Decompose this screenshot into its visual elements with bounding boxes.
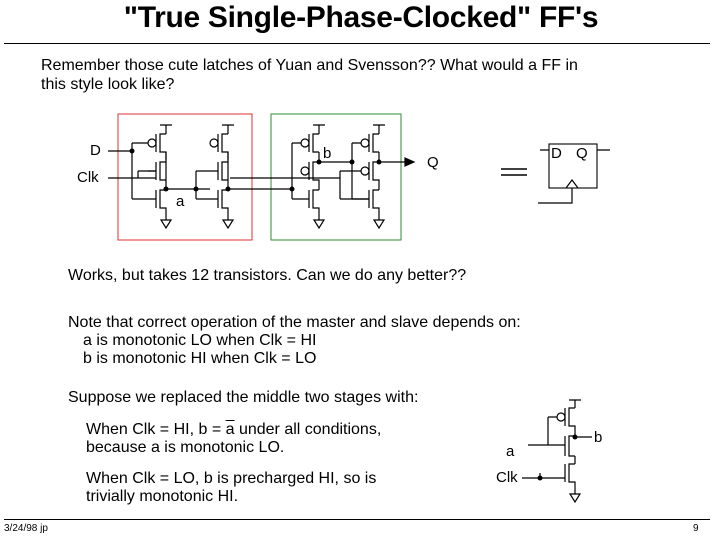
when-hi-line-1: When Clk = HI, b = a under all condition… <box>86 420 381 439</box>
node-b-label: b <box>323 145 332 162</box>
footer-date: 3/24/98 jp <box>4 523 48 534</box>
master-latch-box <box>117 113 253 241</box>
when-hi-prefix: When Clk = HI, b = <box>86 421 226 438</box>
note-line-1: Note that correct operation of the maste… <box>68 314 521 331</box>
small-circuit-b-label: b <box>594 429 603 446</box>
page-title: "True Single-Phase-Clocked" FF's <box>123 1 599 34</box>
q-output-label: Q <box>427 154 439 171</box>
note-line-2: a is monotonic LO when Clk = HI <box>83 332 317 349</box>
a-bar-variable: a <box>225 421 235 438</box>
intro-line-2: this style look like? <box>41 76 175 93</box>
page-number: 9 <box>693 523 699 534</box>
when-hi-suffix: under all conditions, <box>234 421 382 438</box>
intro-line-1: Remember those cute latches of Yuan and … <box>41 57 578 74</box>
ff-q-label: Q <box>576 145 588 162</box>
when-lo-line-2: trivially monotonic HI. <box>86 488 239 505</box>
d-input-label: D <box>90 142 101 159</box>
footer-divider <box>4 519 710 520</box>
small-circuit-a-label: a <box>506 443 515 460</box>
ff-d-label: D <box>551 145 562 162</box>
slave-latch-box <box>270 113 402 241</box>
title-divider <box>4 43 710 44</box>
small-circuit-clk-label: Clk <box>496 469 518 486</box>
note-line-3: b is monotonic HI when Clk = LO <box>83 350 317 367</box>
when-lo-line-1: When Clk = LO, b is precharged HI, so is <box>86 470 377 487</box>
clk-input-label: Clk <box>77 169 99 186</box>
suppose-text: Suppose we replaced the middle two stage… <box>68 389 419 406</box>
node-a-label: a <box>176 193 185 210</box>
when-hi-line-2: because a is monotonic LO. <box>86 439 285 456</box>
works-text: Works, but takes 12 transistors. Can we … <box>68 267 467 284</box>
